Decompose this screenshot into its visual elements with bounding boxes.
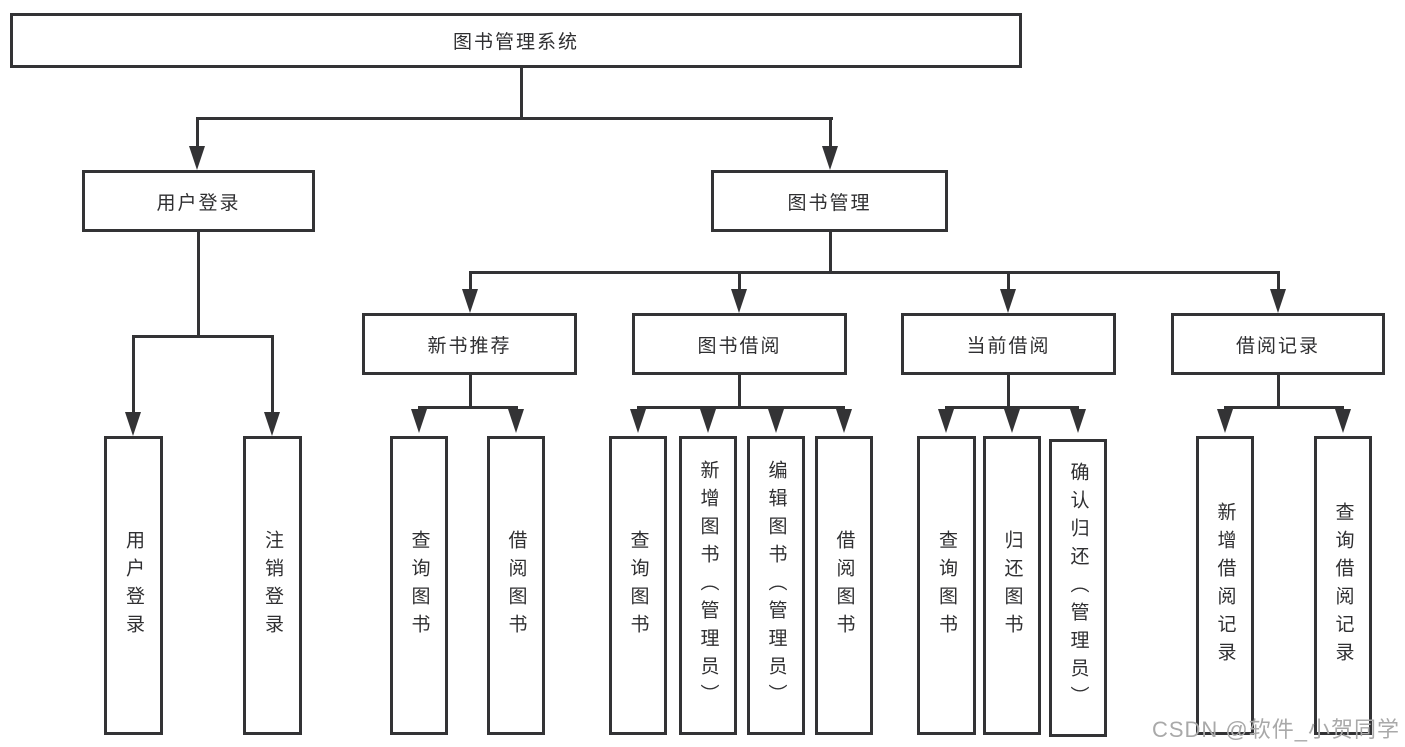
connector-user-login-stem [197,232,200,335]
connector-user-login-rail [132,335,273,338]
connector-current-borrow-stem [1007,375,1010,406]
node-book-mgmt-branch: 图书管理 [711,170,948,232]
arrow-br-add [1217,409,1233,433]
connector-drop-new-books [469,271,472,291]
leaf-br-add-record: 新增借阅记录 [1196,436,1254,735]
arrow-current-borrow [1000,289,1016,313]
connector-book-borrow-stem [738,375,741,406]
leaf-bb-query-books: 查询图书 [609,436,667,735]
arrow-cb-return [1004,409,1020,433]
connector-level3-rail [469,271,1279,274]
node-new-books: 新书推荐 [362,313,577,375]
arrow-bb-add [700,409,716,433]
leaf-nb-borrow-books: 借阅图书 [487,436,545,735]
connector-book-mgmt-stem [829,232,832,271]
arrow-book-mgmt [822,146,838,170]
connector-drop-borrow-records [1277,271,1280,291]
connector-new-books-rail [418,406,518,409]
leaf-cb-return-books: 归还图书 [983,436,1041,735]
leaf-bb-borrow-books: 借阅图书 [815,436,873,735]
connector-drop-user-login [196,117,199,149]
connector-current-borrow-rail [945,406,1079,409]
leaf-nb-query-books: 查询图书 [390,436,448,735]
connector-drop-book-mgmt [829,117,832,149]
leaf-cb-query-books: 查询图书 [917,436,976,735]
arrow-bb-borrow [836,409,852,433]
connector-drop-leaf-login [132,335,135,413]
connector-drop-current-borrow [1007,271,1010,291]
leaf-logout: 注销登录 [243,436,302,735]
connector-root-stem [520,68,523,117]
arrow-nb-borrow [508,409,524,433]
connector-drop-book-borrow [738,271,741,291]
leaf-cb-confirm-return-admin: 确认归还（管理员） [1049,439,1107,737]
leaf-user-login: 用户登录 [104,436,163,735]
connector-new-books-stem [469,375,472,406]
leaf-bb-add-books-admin: 新增图书（管理员） [679,436,737,735]
arrow-book-borrow [731,289,747,313]
watermark: CSDN @软件_小贺同学 [1151,717,1400,742]
arrow-bb-edit [768,409,784,433]
arrow-cb-query [938,409,954,433]
connector-book-borrow-rail [637,406,845,409]
arrow-cb-confirm [1070,409,1086,433]
arrow-user-login [189,146,205,170]
arrow-leaf-logout [264,412,280,436]
connector-borrow-records-stem [1277,375,1280,406]
connector-drop-leaf-logout [271,335,274,413]
arrow-bb-query [630,409,646,433]
connector-borrow-records-rail [1224,406,1344,409]
arrow-new-books [462,289,478,313]
leaf-br-query-record: 查询借阅记录 [1314,436,1372,735]
arrow-leaf-login [125,412,141,436]
node-root: 图书管理系统 [10,13,1022,68]
arrow-nb-query [411,409,427,433]
node-user-login-branch: 用户登录 [82,170,315,232]
leaf-bb-edit-books-admin: 编辑图书（管理员） [747,436,805,735]
arrow-br-query [1335,409,1351,433]
node-borrow-records: 借阅记录 [1171,313,1385,375]
node-current-borrow: 当前借阅 [901,313,1116,375]
connector-level1-rail [196,117,833,120]
node-book-borrow: 图书借阅 [632,313,847,375]
arrow-borrow-records [1270,289,1286,313]
